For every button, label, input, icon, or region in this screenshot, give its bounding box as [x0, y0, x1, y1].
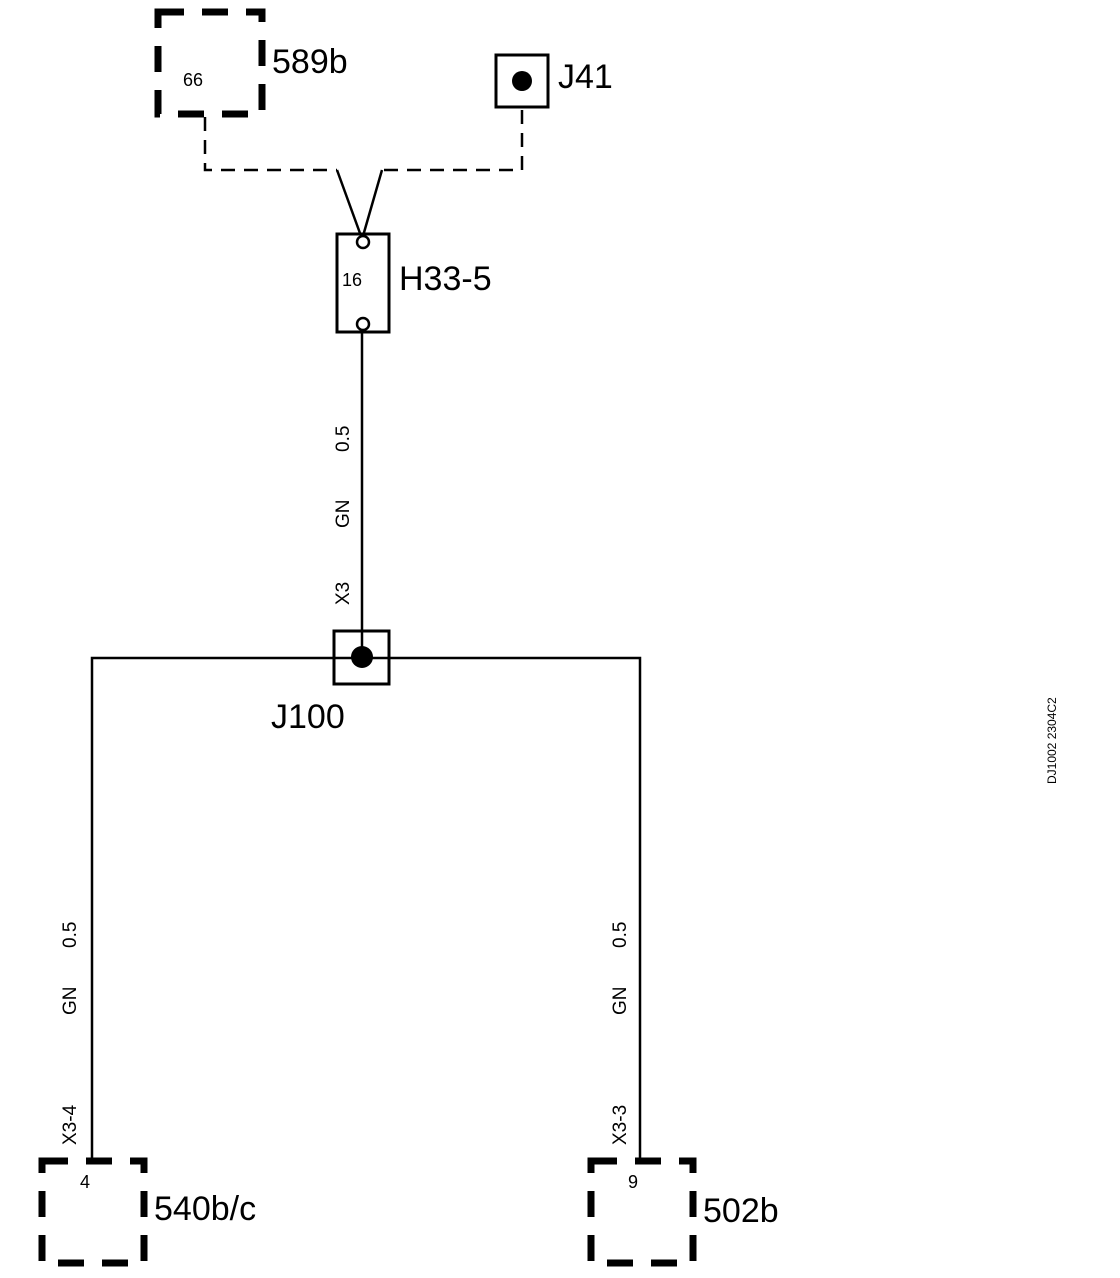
dashed-wire-589b	[203, 117, 337, 172]
wire-right-color: GN	[610, 987, 631, 1016]
wire-left-color: GN	[60, 987, 81, 1016]
component-502b-outline	[587, 1157, 697, 1267]
component-j41[interactable]	[494, 53, 550, 109]
wire-top-size: 0.5	[333, 426, 354, 452]
wire-right-connector: X3-3	[610, 1105, 631, 1145]
terminal-top-icon	[355, 234, 371, 250]
wire-589b-to-h33	[335, 169, 363, 237]
component-j100-label: J100	[271, 698, 345, 736]
reference-code: DJ1002 2304C2	[1045, 697, 1059, 784]
component-502b-pin: 9	[628, 1172, 638, 1192]
splice-dot-icon	[512, 71, 532, 91]
component-h33-5[interactable]: 16	[335, 232, 391, 334]
wire-top-connector: X3	[333, 582, 354, 605]
wire-left-connector: X3-4	[60, 1104, 81, 1145]
component-h33-5-label: H33-5	[399, 260, 492, 298]
component-j41-label: J41	[558, 58, 613, 96]
wire-right-size: 0.5	[610, 922, 631, 948]
component-540b-c[interactable]: 4	[38, 1157, 148, 1267]
component-589b-outline	[154, 8, 266, 118]
component-589b-label: 589b	[272, 43, 348, 81]
dashed-connection	[203, 110, 524, 237]
terminal-bottom-icon	[355, 316, 371, 332]
dashed-wire-j41	[382, 110, 524, 172]
splice-dot-icon	[351, 646, 373, 668]
component-589b-pin: 66	[183, 70, 203, 90]
component-j41-outline	[494, 53, 550, 109]
wire-j41-to-h33	[361, 169, 384, 237]
component-502b[interactable]: 9	[587, 1157, 697, 1267]
component-540b-c-outline	[38, 1157, 148, 1267]
component-h33-5-pin: 16	[342, 270, 362, 290]
component-589b[interactable]: 66	[154, 8, 266, 118]
component-540b-c-label: 540b/c	[154, 1190, 256, 1228]
wire-left-size: 0.5	[60, 922, 81, 948]
component-540b-c-pin: 4	[80, 1172, 90, 1192]
component-502b-label: 502b	[703, 1192, 779, 1230]
splice-j100[interactable]	[90, 629, 642, 1158]
wire-top-color: GN	[333, 500, 354, 529]
wire-branch	[90, 656, 642, 1158]
